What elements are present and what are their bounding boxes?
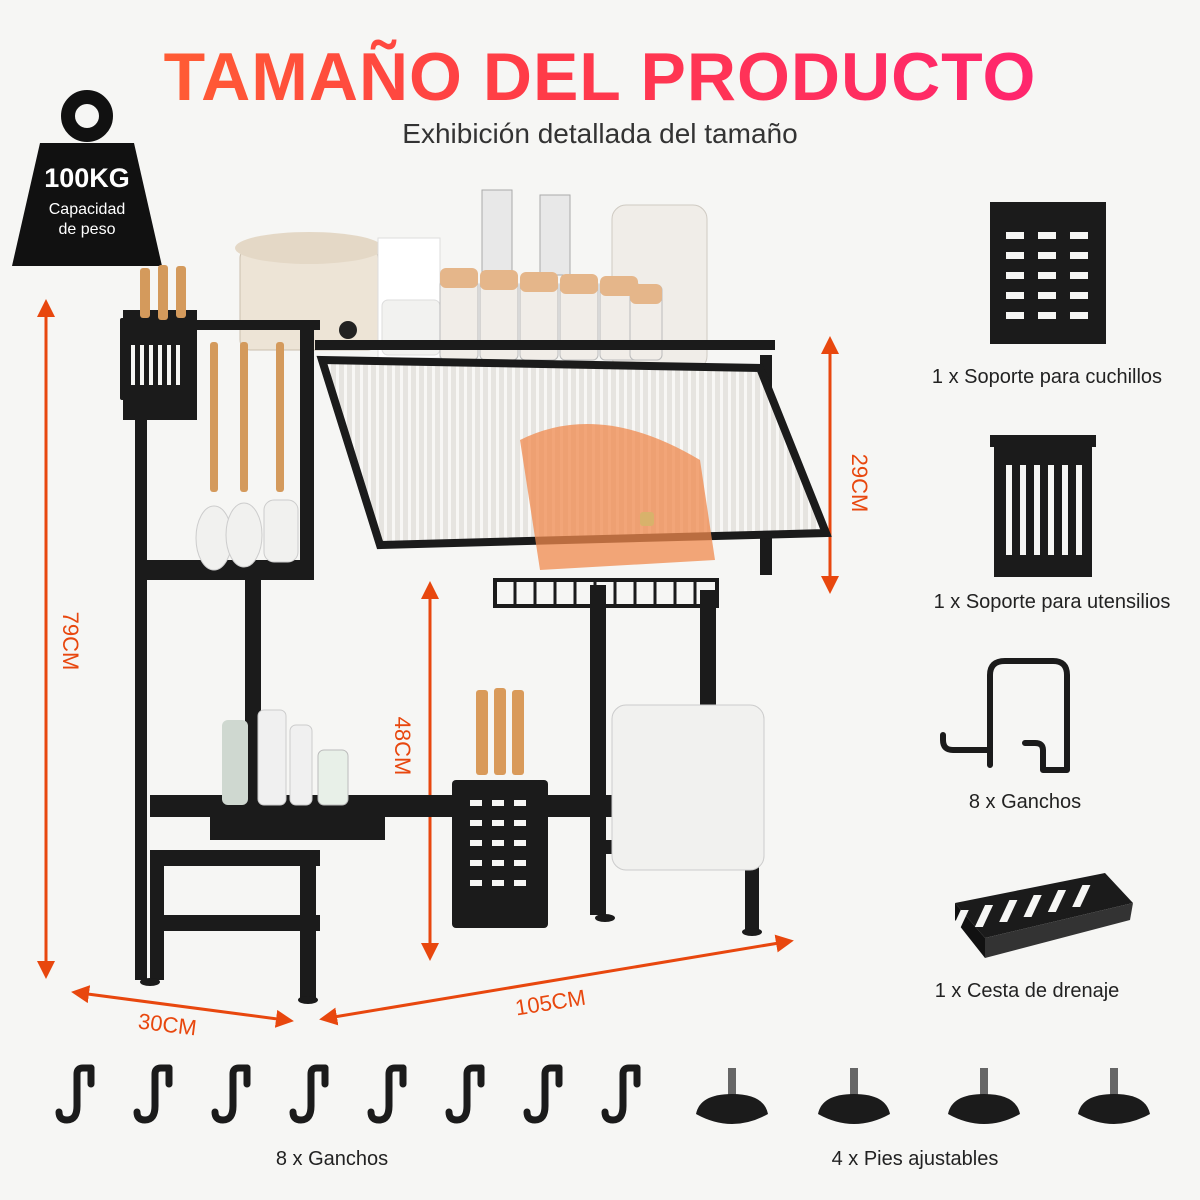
weight-label: Capacidad de peso	[48, 201, 126, 238]
accessory-utensil-holder-label: 1 x Soporte para utensilios	[933, 591, 1171, 613]
accessory-hooks-label: 8 x Ganchos	[968, 791, 1082, 813]
adjustable-foot-icon	[696, 1068, 768, 1124]
hooks-row	[55, 1064, 641, 1124]
total-height-label: 79CM	[58, 611, 83, 671]
hook-icon	[940, 658, 1070, 773]
adjustable-foot-icon	[1078, 1068, 1150, 1124]
lower-height-label: 48CM	[390, 716, 415, 776]
hook-icon	[523, 1064, 563, 1124]
adjustable-foot-icon	[818, 1068, 890, 1124]
cabinet-height-label: 29CM	[847, 453, 872, 513]
hooks-count-label: 8 x Ganchos	[275, 1148, 389, 1170]
hook-icon	[289, 1064, 329, 1124]
hook-icon	[367, 1064, 407, 1124]
hook-icon	[445, 1064, 485, 1124]
hook-icon	[211, 1064, 251, 1124]
feet-count-label: 4 x Pies ajustables	[831, 1148, 999, 1170]
weight-icon	[12, 90, 162, 266]
page-title: TAMAÑO DEL PRODUCTO	[0, 38, 1200, 116]
hook-icon	[601, 1064, 641, 1124]
accessory-drain-basket-label: 1 x Cesta de drenaje	[934, 980, 1120, 1002]
width-arrow	[319, 934, 794, 1026]
adjustable-foot-icon	[948, 1068, 1020, 1124]
hook-icon	[133, 1064, 173, 1124]
page-subtitle: Exhibición detallada del tamaño	[402, 118, 798, 149]
knife-holder-icon	[990, 202, 1106, 344]
depth-arrow	[71, 985, 294, 1028]
accessory-knife-holder-label: 1 x Soporte para cuchillos	[931, 366, 1163, 388]
drain-basket-icon	[955, 873, 1133, 958]
utensil-holder-icon	[990, 435, 1096, 577]
hook-icon	[55, 1064, 95, 1124]
feet-row	[696, 1068, 1150, 1124]
weight-value: 100KG	[44, 163, 130, 193]
